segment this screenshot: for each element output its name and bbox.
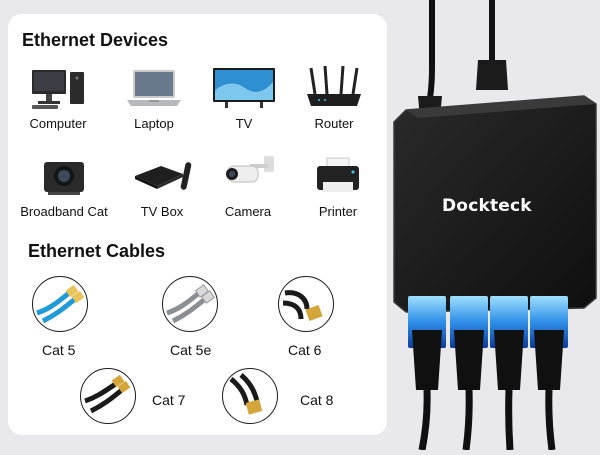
switch-icon: [393, 0, 597, 451]
printer-icon: [317, 157, 359, 192]
device-printer: Printer: [298, 156, 378, 219]
cable-label: Cat 6: [288, 342, 322, 358]
device-computer: Computer: [18, 66, 98, 131]
cable-cat6: Cat 6: [278, 276, 334, 358]
device-label: Laptop: [134, 116, 174, 131]
devices-heading: Ethernet Devices: [22, 30, 169, 50]
cat6-cable-icon: [278, 276, 334, 332]
device-label: Printer: [318, 204, 358, 219]
device-router: Router: [294, 64, 374, 131]
device-label: Router: [314, 116, 354, 131]
ethernet-switch-device: Dockteck: [388, 0, 600, 451]
camera-icon: [226, 156, 274, 183]
computer-icon: [32, 70, 84, 109]
device-label: Broadband Cat: [20, 204, 108, 219]
cable-cat5: Cat 5: [32, 276, 88, 358]
brand-logo: Dockteck: [442, 196, 532, 216]
device-label: TV Box: [140, 204, 184, 219]
tv-icon: [213, 68, 275, 108]
tv-box-icon: [135, 162, 192, 190]
device-tv: TV: [204, 66, 284, 131]
cat7-cable-icon: [80, 368, 136, 424]
device-tv-box: TV Box: [122, 154, 202, 219]
router-icon: [307, 65, 361, 106]
cat5-cable-icon: [32, 276, 88, 332]
device-label: Computer: [29, 116, 87, 131]
cat8-cable-icon: [222, 368, 278, 424]
cable-cat7: Cat 7: [80, 368, 185, 424]
cable-label: Cat 5e: [170, 342, 212, 358]
projector-icon: [44, 162, 84, 195]
laptop-icon: [127, 70, 181, 106]
cable-cat5e: Cat 5e: [162, 276, 218, 358]
device-label: TV: [235, 116, 253, 131]
cable-label: Cat 5: [42, 342, 76, 358]
cable-cat8: Cat 8: [222, 368, 333, 424]
cables-heading: Ethernet Cables: [28, 241, 166, 261]
device-laptop: Laptop: [114, 66, 194, 131]
cable-label: Cat 8: [300, 392, 334, 408]
device-camera: Camera: [208, 152, 288, 219]
cable-label: Cat 7: [152, 392, 186, 408]
cat5e-cable-icon: [162, 276, 218, 332]
device-label: Camera: [224, 204, 272, 219]
device-projector: Broadband Cat: [14, 154, 114, 219]
